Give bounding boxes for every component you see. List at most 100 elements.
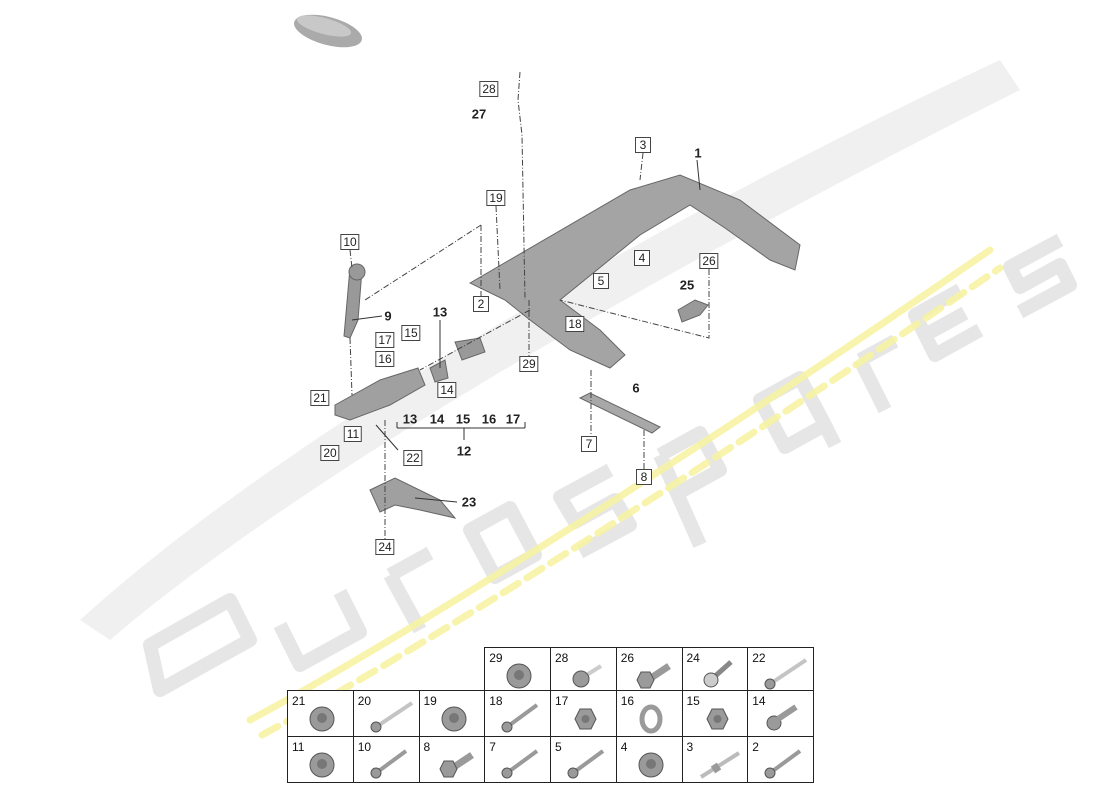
part-cell-14[interactable]: 14 <box>747 690 814 738</box>
bracket-25 <box>677 299 709 323</box>
long-bolt-icon <box>764 658 808 690</box>
car-thumbnail-icon <box>293 14 363 48</box>
part-cell-4[interactable]: 4 <box>615 736 683 783</box>
hex-bolt-icon <box>636 663 671 689</box>
part-number: 11 <box>292 740 305 754</box>
callout-27[interactable]: 27 <box>471 106 487 122</box>
flange-nut-icon <box>309 752 335 778</box>
part-cell-2[interactable]: 2 <box>747 736 814 783</box>
part-number: 16 <box>620 694 635 708</box>
part-number: 19 <box>423 694 437 708</box>
part-cell-26[interactable]: 26 <box>615 647 683 692</box>
hex-bolt-icon <box>438 752 474 778</box>
callout-box-15[interactable]: 15 <box>401 325 421 341</box>
part-number: 18 <box>489 694 503 708</box>
lower-arm <box>334 367 426 421</box>
callout-box-14[interactable]: 14 <box>437 382 457 398</box>
callout-16[interactable]: 16 <box>481 411 497 427</box>
part-cell-20[interactable]: 20 <box>352 690 420 738</box>
callout-1[interactable]: 1 <box>694 145 702 161</box>
callout-box-4[interactable]: 4 <box>634 250 650 266</box>
flange-nut-icon <box>506 663 532 689</box>
flange-nut-icon <box>309 706 335 732</box>
bolt-icon <box>567 749 605 779</box>
callout-box-3[interactable]: 3 <box>635 137 651 153</box>
callout-box-22[interactable]: 22 <box>403 450 423 466</box>
part-number: 3 <box>686 740 694 754</box>
part-number: 21 <box>292 694 306 708</box>
bushing <box>429 337 486 383</box>
part-number: 2 <box>752 740 759 754</box>
leader-lines <box>349 71 710 540</box>
part-cell-5[interactable]: 5 <box>550 736 617 783</box>
callout-box-17[interactable]: 17 <box>375 332 395 348</box>
callout-12[interactable]: 12 <box>456 443 472 459</box>
part-cell-21[interactable]: 21 <box>287 690 354 738</box>
part-number: 7 <box>489 740 496 754</box>
hex-nut-icon <box>574 708 597 730</box>
part-cell-10[interactable]: 10 <box>352 736 420 783</box>
part-number: 20 <box>357 694 372 708</box>
callout-13[interactable]: 13 <box>402 411 418 427</box>
callout-17[interactable]: 17 <box>505 411 521 427</box>
bolt-icon <box>501 749 539 779</box>
part-number: 24 <box>686 651 700 665</box>
washer-icon <box>639 704 663 734</box>
part-cell-7[interactable]: 7 <box>484 736 551 783</box>
hex-nut-icon <box>705 708 729 730</box>
callout-box-5[interactable]: 5 <box>593 273 609 289</box>
callout-box-11[interactable]: 11 <box>343 426 363 442</box>
part-number: 4 <box>620 740 628 754</box>
part-cell-3[interactable]: 3 <box>681 736 749 783</box>
callout-14[interactable]: 14 <box>429 411 445 427</box>
callout-23[interactable]: 23 <box>461 494 477 510</box>
subframe <box>468 174 801 369</box>
callout-box-26[interactable]: 26 <box>699 253 719 269</box>
flange-bolt-icon <box>572 664 603 688</box>
part-cell-8[interactable]: 8 <box>418 736 486 783</box>
part-cell-15[interactable]: 15 <box>681 690 749 738</box>
callout-box-24[interactable]: 24 <box>375 539 395 555</box>
callout-box-10[interactable]: 10 <box>340 234 360 250</box>
part-number: 15 <box>686 694 700 708</box>
callout-box-20[interactable]: 20 <box>320 445 340 461</box>
part-cell-19[interactable]: 19 <box>418 690 486 738</box>
shield-23 <box>369 477 457 519</box>
callout-15[interactable]: 15 <box>455 411 471 427</box>
part-number: 5 <box>555 740 562 754</box>
part-cell-17[interactable]: 17 <box>550 690 617 738</box>
part-cell-24[interactable]: 24 <box>681 647 749 692</box>
part-number: 8 <box>423 740 431 754</box>
callout-13[interactable]: 13 <box>432 304 448 320</box>
part-cell-18[interactable]: 18 <box>484 690 551 738</box>
watermark-brand-shape <box>143 233 1077 697</box>
round-head-bolt-icon <box>703 660 733 688</box>
part-number: 17 <box>555 694 569 708</box>
callout-box-8[interactable]: 8 <box>636 469 652 485</box>
callout-box-21[interactable]: 21 <box>310 390 330 406</box>
callout-box-29[interactable]: 29 <box>519 356 539 372</box>
long-bolt-icon <box>370 701 413 733</box>
part-cell-29[interactable]: 29 <box>484 647 551 692</box>
flange-nut-icon <box>441 706 466 732</box>
part-cell-22[interactable]: 22 <box>747 647 814 692</box>
part-cell-28[interactable]: 28 <box>550 647 617 692</box>
callout-box-18[interactable]: 18 <box>565 316 585 332</box>
part-number: 29 <box>489 651 503 665</box>
part-number: 28 <box>555 651 569 665</box>
part-number: 14 <box>752 694 766 708</box>
callout-box-19[interactable]: 19 <box>486 190 506 206</box>
callout-9[interactable]: 9 <box>384 308 392 324</box>
callout-6[interactable]: 6 <box>632 380 640 396</box>
connecting-rod <box>343 263 366 339</box>
callout-25[interactable]: 25 <box>679 277 695 293</box>
flange-nut-icon <box>638 752 664 778</box>
callout-box-7[interactable]: 7 <box>581 436 597 452</box>
bracket-lines <box>351 159 701 503</box>
callout-box-28[interactable]: 28 <box>479 81 499 97</box>
callout-box-2[interactable]: 2 <box>473 296 489 312</box>
part-cell-11[interactable]: 11 <box>287 736 354 783</box>
callout-box-16[interactable]: 16 <box>375 351 395 367</box>
part-cell-16[interactable]: 16 <box>615 690 683 738</box>
